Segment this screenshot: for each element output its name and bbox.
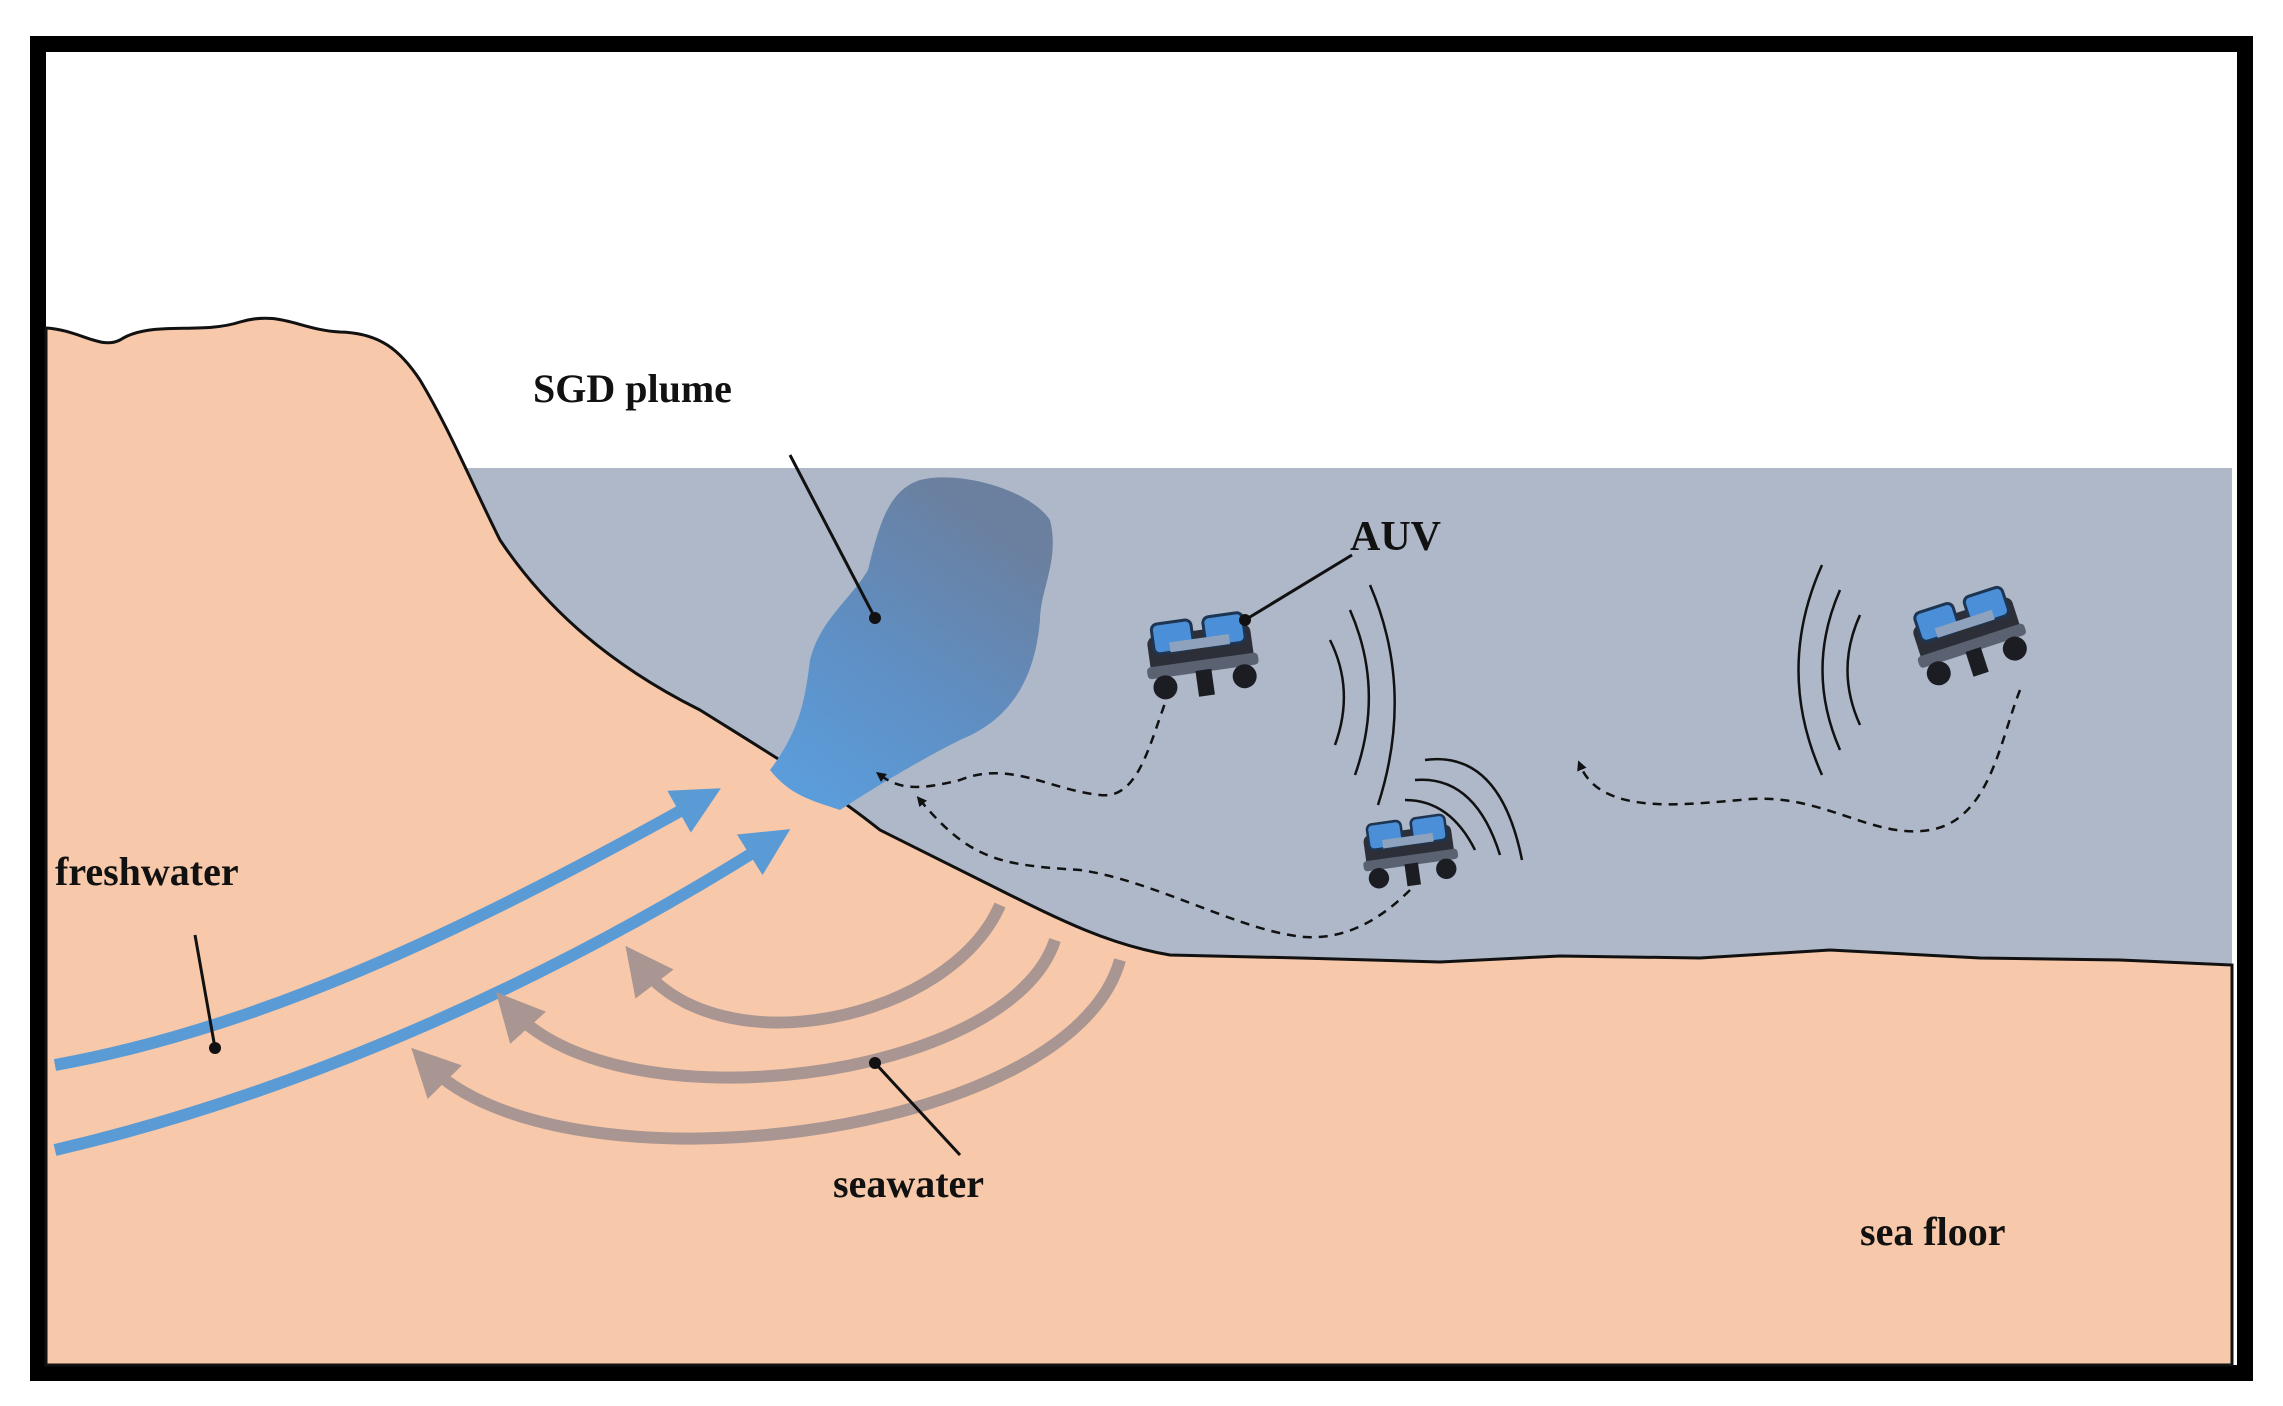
sonar-waves-icon [1404, 757, 1524, 861]
auv-path-3 [1577, 689, 2022, 833]
auv-path-1 [875, 689, 1172, 797]
sonar-waves-icon [1797, 564, 1862, 776]
leader-dot-auv [1239, 614, 1251, 626]
label-auv: AUV [1350, 514, 1441, 560]
freshwater-arrow-1 [53, 788, 721, 1071]
leader-seawater [873, 1061, 962, 1157]
label-freshwater: freshwater [55, 849, 239, 894]
leader-dot-sgd [869, 612, 881, 624]
leader-freshwater [193, 934, 217, 1049]
seawater-arrow-2 [495, 938, 1061, 1084]
sea-floor-land [44, 316, 2234, 1367]
leader-sgd-plume [788, 454, 877, 619]
label-seawater: seawater [833, 1161, 984, 1206]
auv-path-2 [916, 796, 1411, 939]
sonar-waves-icon [1328, 584, 1396, 806]
seawater-arrow-3 [411, 958, 1126, 1145]
leader-auv [1244, 553, 1353, 622]
label-sea-floor: sea floor [1860, 1209, 2006, 1254]
leader-dot-freshwater [209, 1042, 221, 1054]
leader-dot-seawater [869, 1057, 881, 1069]
freshwater-arrow-2 [53, 829, 791, 1156]
seawater-arrow-1 [625, 902, 1006, 1029]
label-sgd-plume: SGD plume [533, 366, 732, 411]
sgd-plume [770, 477, 1053, 810]
